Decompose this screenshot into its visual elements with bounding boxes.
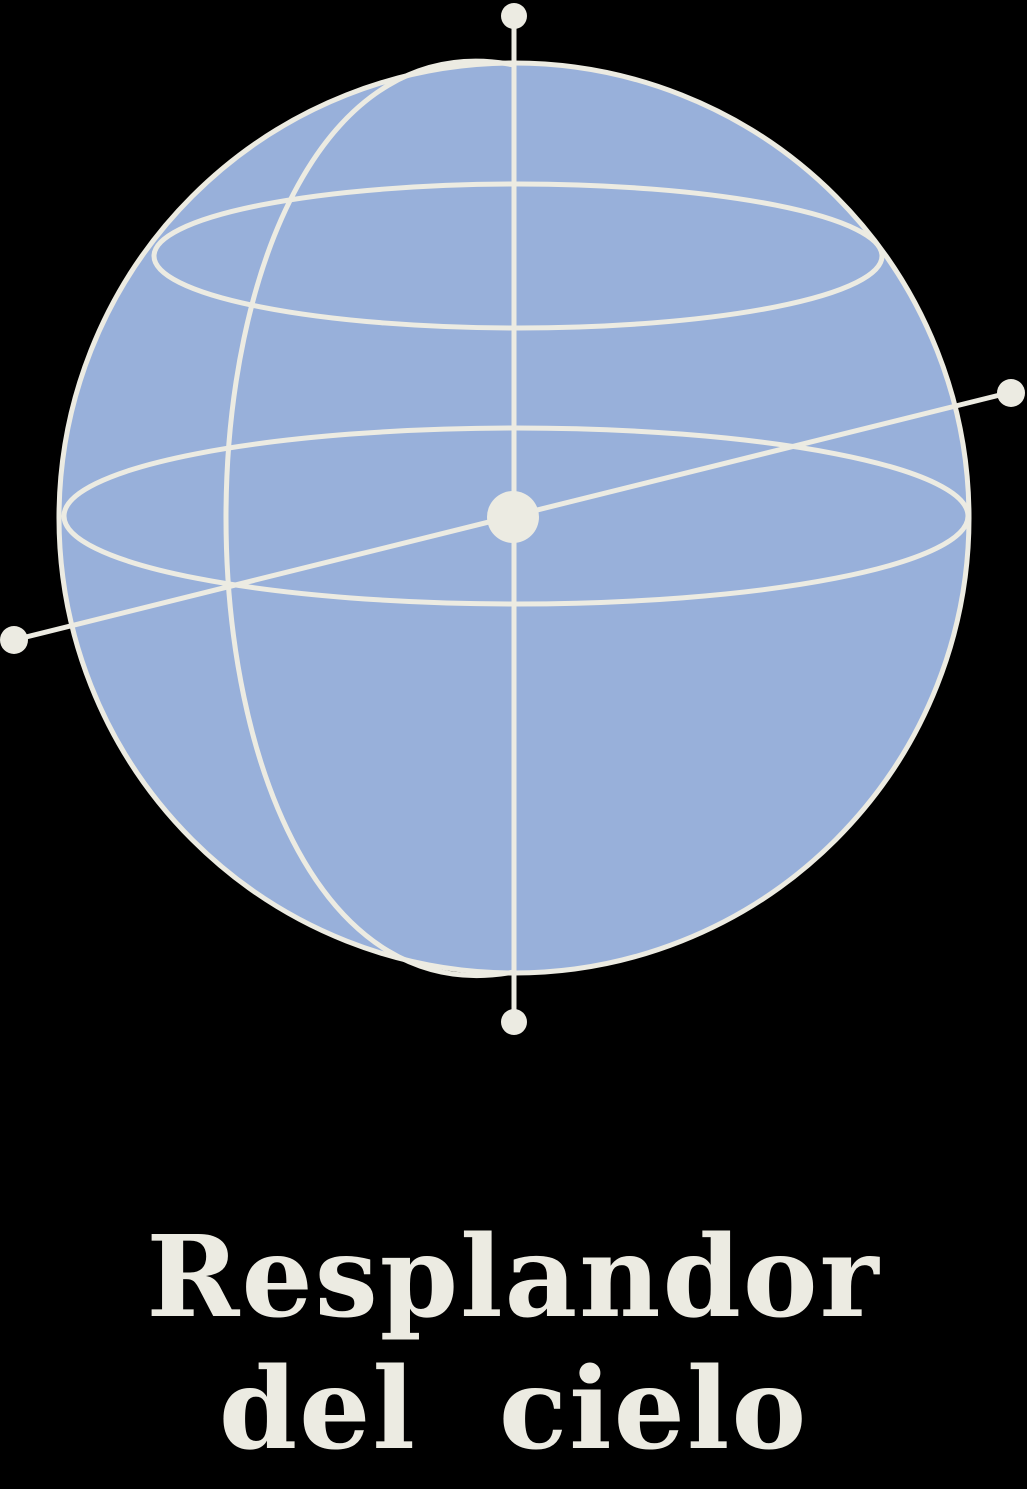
- title-line-2: del cielo: [218, 1344, 809, 1475]
- upper-latitude-ring: [151, 181, 885, 331]
- brand-title: Resplandor del cielo: [0, 1212, 1027, 1476]
- meridian-arc: [223, 59, 515, 978]
- center-dot: [487, 491, 539, 543]
- celestial-sphere-icon: [0, 3, 1025, 1035]
- ecliptic-end-dot-right: [997, 379, 1025, 407]
- equator-ring: [61, 425, 971, 607]
- south-pole-dot: [501, 1009, 527, 1035]
- title-line-1: Resplandor: [146, 1212, 881, 1343]
- north-pole-dot: [501, 3, 527, 29]
- ecliptic-end-dot-left: [0, 626, 28, 654]
